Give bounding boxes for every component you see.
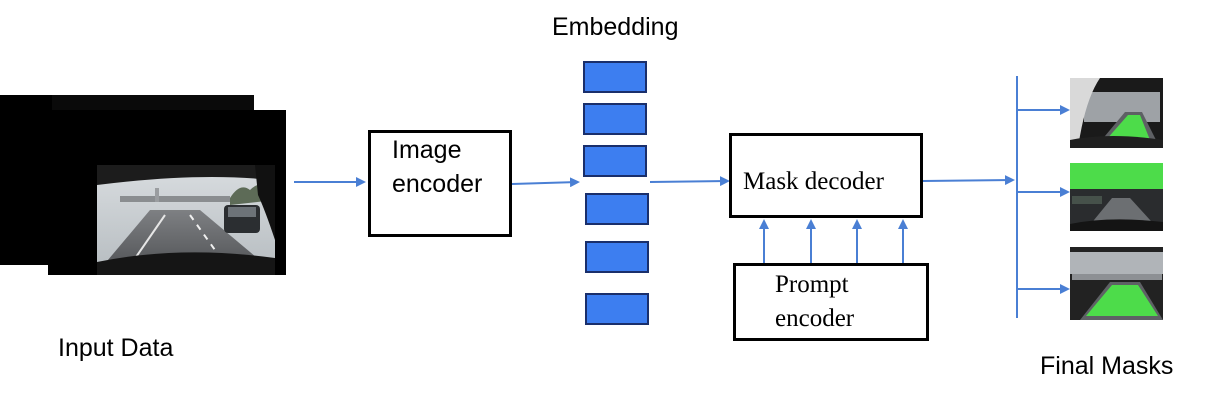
input-frames-stack [0,95,286,275]
input-data-label: Input Data [58,334,174,362]
image-encoder-line2: encoder [392,170,483,198]
embedding-vector [585,293,649,325]
embedding-vector [583,61,647,93]
prompt-encoder-line1: Prompt [775,271,849,298]
embedding-vector [585,193,649,225]
arrow-embedding-to-decoder [649,176,730,187]
prompt-encoder-line2: encoder [775,305,855,332]
embedding-label: Embedding [552,13,679,41]
final-mask-3 [1070,247,1163,320]
image-encoder-line1: Image [392,136,462,164]
embedding-vectors [583,61,649,325]
embedding-vector [583,145,647,177]
final-mask-2 [1070,163,1163,231]
embedding-vector [585,241,649,273]
mask-decoder-text: Mask decoder [743,168,884,195]
arrow-decoder-to-outputs [922,175,1015,186]
prompt-encoder-block: Prompt encoder [733,263,929,341]
final-mask-1 [1070,78,1163,148]
road-photo [97,165,275,275]
mask-decoder-block: Mask decoder [729,133,923,218]
embedding-vector [583,103,647,135]
arrow-encoder-to-embedding [511,177,580,188]
final-masks-label: Final Masks [1040,352,1174,380]
image-encoder-block: Image encoder [368,130,512,237]
